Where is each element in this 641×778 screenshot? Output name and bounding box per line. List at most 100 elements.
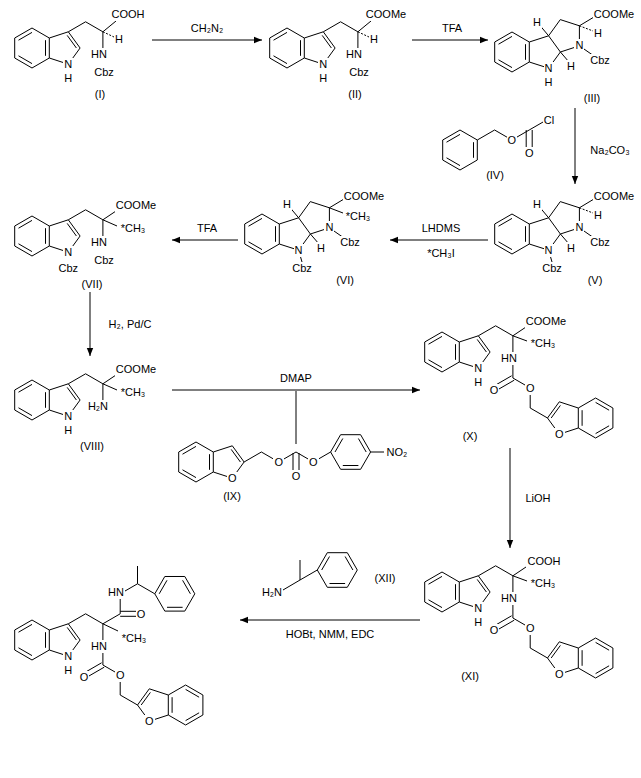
atom-label: N	[318, 58, 328, 71]
atom-label: COOMe	[115, 199, 157, 212]
atom-label: H	[63, 664, 73, 677]
atom-label: HN	[107, 586, 125, 599]
reagent-label: Na₂CO₃	[589, 144, 630, 157]
atom-label: *CH₃	[121, 632, 148, 645]
reagent-label: TFA	[441, 22, 463, 35]
atom-label: O	[136, 608, 147, 621]
atom-label: H	[566, 242, 576, 255]
atom-label: N	[473, 362, 483, 375]
compound: COOH*CH₃HNNHOOO(XI)	[420, 548, 622, 688]
compound: HCOOMe*CH₃HNCbzNCbz(VI)	[238, 184, 390, 292]
atom-label: H₂N	[261, 586, 283, 599]
atom-label: Cbz	[589, 54, 611, 67]
atom-label: Cbz	[348, 66, 370, 79]
compound-structure	[425, 566, 613, 678]
atom-label: H	[593, 27, 603, 40]
atom-label: N	[473, 602, 483, 615]
atom-label: HN	[90, 640, 108, 653]
atom-label: H	[63, 72, 73, 85]
atom-label: (VIII)	[79, 440, 105, 453]
atom-label: COOMe	[593, 190, 635, 203]
atom-label: O	[144, 715, 155, 728]
atom-label: (VII)	[81, 278, 104, 291]
atom-label: Cbz	[339, 236, 361, 249]
atom-label: Cbz	[541, 262, 563, 275]
compound: HCOOMeHHNCbzNCbz(V)	[488, 184, 638, 292]
ring	[317, 553, 357, 588]
compound: OOOONO₂(IX)	[174, 424, 414, 506]
atom-label: Cbz	[589, 236, 611, 249]
compound-structure	[15, 566, 203, 725]
atom-label: O	[308, 456, 319, 469]
reaction-arrow	[172, 390, 420, 391]
atom-label: H₂N	[87, 400, 109, 413]
atom-label: (X)	[462, 430, 479, 443]
atom-label: (I)	[94, 88, 106, 101]
bond	[323, 21, 371, 50]
atom-label: H	[532, 198, 542, 211]
atom-label: HN	[345, 48, 363, 61]
atom-label: O	[79, 671, 90, 684]
bond	[68, 21, 116, 50]
atom-label: COOMe	[343, 190, 385, 203]
atom-label: Cbz	[291, 262, 313, 275]
atom-label: *CH₃	[530, 577, 557, 590]
atom-label: Cbz	[58, 262, 80, 275]
atom-label: N	[63, 246, 73, 259]
ring	[495, 32, 530, 72]
atom-label: N	[574, 221, 584, 234]
atom-label: Cl	[543, 114, 555, 127]
atom-label: O	[524, 147, 535, 160]
atom-label: COOH	[527, 555, 562, 568]
atom-label: (IV)	[485, 169, 505, 182]
atom-label: O	[525, 382, 536, 395]
atom-label: H	[473, 616, 483, 629]
atom-label: H	[544, 76, 554, 89]
atom-label: H	[318, 72, 328, 85]
compound: COOMe*CH₃HNCbzNCbz(VII)	[8, 190, 172, 292]
atom-label: COOMe	[365, 8, 407, 21]
atom-label: O	[115, 669, 126, 682]
compound: H₂N (XII)	[256, 546, 404, 600]
reagent-label: DMAP	[279, 372, 313, 385]
atom-label: N	[63, 410, 73, 423]
atom-label: O	[525, 622, 536, 635]
reaction-arrow	[412, 40, 488, 41]
atom-label: *CH₃	[345, 210, 372, 223]
compound: COOMe*CH₃HNNHOOO(X)	[420, 308, 622, 448]
compound: HCOOMeHHNCbzNH(III)	[488, 2, 638, 108]
compound-structure	[443, 120, 547, 170]
atom-label: O	[227, 472, 238, 485]
hashed-bond	[103, 32, 114, 37]
atom-label: (VI)	[335, 274, 355, 287]
reagent-label: HOBt, NMM, EDC	[285, 628, 376, 641]
bond	[244, 452, 384, 470]
compound: COOHHNHCbzNH(I)	[8, 4, 152, 102]
atom-label: COOMe	[525, 315, 567, 328]
atom-label: (II)	[347, 88, 362, 101]
reagent-label: *CH₃I	[426, 247, 456, 260]
atom-label: H	[532, 16, 542, 29]
atom-label: O	[291, 470, 302, 483]
ring	[331, 435, 371, 470]
atom-label: O	[507, 134, 518, 147]
compound-structure	[425, 326, 613, 438]
atom-label: HN	[500, 352, 518, 365]
atom-label: *CH₃	[530, 337, 557, 350]
reagent-label: H₂, Pd/C	[108, 318, 153, 331]
bond	[68, 374, 117, 402]
atom-label: H	[566, 60, 576, 73]
reagent-label: CH₂N₂	[190, 22, 224, 35]
bond	[68, 210, 117, 238]
atom-label: H	[593, 209, 603, 222]
atom-label: N	[63, 650, 73, 663]
atom-label: *CH₃	[120, 386, 147, 399]
atom-label: COOMe	[593, 8, 635, 21]
atom-label: (XII)	[374, 572, 397, 585]
atom-label: N	[294, 244, 304, 257]
atom-label: (III)	[583, 92, 602, 105]
reagent-label: TFA	[196, 222, 218, 235]
hashed-bond	[358, 32, 369, 37]
atom-label: COOMe	[115, 363, 157, 376]
atom-label: (V)	[587, 274, 604, 287]
